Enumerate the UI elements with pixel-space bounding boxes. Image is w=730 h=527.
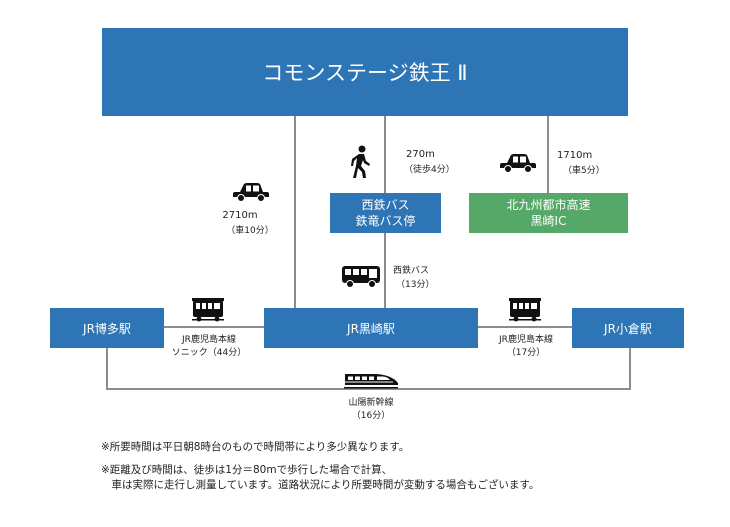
station-kurosaki: JR黒崎駅 [264, 308, 478, 348]
kurosaki-kokura-time: （17分） [506, 348, 546, 358]
bus-stop-line1: 西鉄バス [361, 198, 410, 212]
station-kokura-label: JR小倉駅 [604, 321, 652, 336]
shinkansen-line-label: 山陽新幹線 [348, 398, 394, 408]
walk-distance: 270m [406, 149, 435, 160]
car-icon [499, 151, 537, 173]
car-icon [232, 180, 270, 202]
hakata-kurosaki-time: ソニック（44分） [171, 348, 247, 358]
car-kurosaki-time: （車10分） [226, 226, 274, 236]
station-hakata-label: JR博多駅 [83, 321, 131, 336]
walking-person-icon [348, 145, 372, 179]
bus-stop-line2: 鉄竜バス停 [355, 214, 416, 228]
shinkansen-icon [343, 369, 399, 389]
station-kurosaki-label: JR黒崎駅 [347, 321, 395, 336]
station-hakata: JR博多駅 [50, 308, 164, 348]
shinkansen-line [106, 388, 631, 390]
bus-stop-box: 西鉄バス 鉄竜バス停 [330, 193, 441, 233]
shinkansen-left-drop [106, 348, 108, 390]
connector-kurosaki-kokura [478, 326, 572, 328]
shinkansen-right-drop [629, 348, 631, 390]
bus-route-time: （13分） [396, 280, 435, 290]
bus-route-label: 西鉄バス [393, 266, 430, 276]
expressway-ic-box: 北九州都市高速 黒崎IC [469, 193, 628, 233]
expressway-line2: 黒崎IC [530, 214, 567, 228]
station-kokura: JR小倉駅 [572, 308, 684, 348]
car-ic-distance: 1710m [557, 150, 593, 161]
train-icon [508, 297, 542, 324]
shinkansen-time: （16分） [351, 411, 391, 421]
destination-box: コモンステージ鉄王 Ⅱ [102, 28, 628, 116]
connector-dest-ic [547, 116, 549, 193]
car-ic-time: （車5分） [563, 166, 605, 176]
destination-title: コモンステージ鉄王 Ⅱ [262, 61, 468, 85]
car-kurosaki-distance: 2710m [222, 210, 258, 221]
connector-hakata-kurosaki [164, 326, 264, 328]
note-3: 車は実際に走行し測量しています。道路状況により所要時間が変動する場合もございます… [101, 479, 540, 491]
connector-busstop-kurosaki [384, 233, 386, 309]
connector-dest-busstop [384, 116, 386, 193]
kurosaki-kokura-line: JR鹿児島本線 [499, 335, 553, 345]
hakata-kurosaki-line: JR鹿児島本線 [182, 335, 236, 345]
walk-time: （徒歩4分） [404, 165, 455, 175]
note-1: ※所要時間は平日朝8時台のもので時間帯により多少異なります。 [101, 441, 410, 453]
expressway-line1: 北九州都市高速 [506, 198, 591, 212]
connector-dest-kurosaki [294, 116, 296, 309]
bus-icon [341, 264, 381, 289]
note-2: ※距離及び時間は、徒歩は1分＝80mで歩行した場合で計算、 [101, 464, 393, 476]
train-icon [191, 297, 225, 324]
